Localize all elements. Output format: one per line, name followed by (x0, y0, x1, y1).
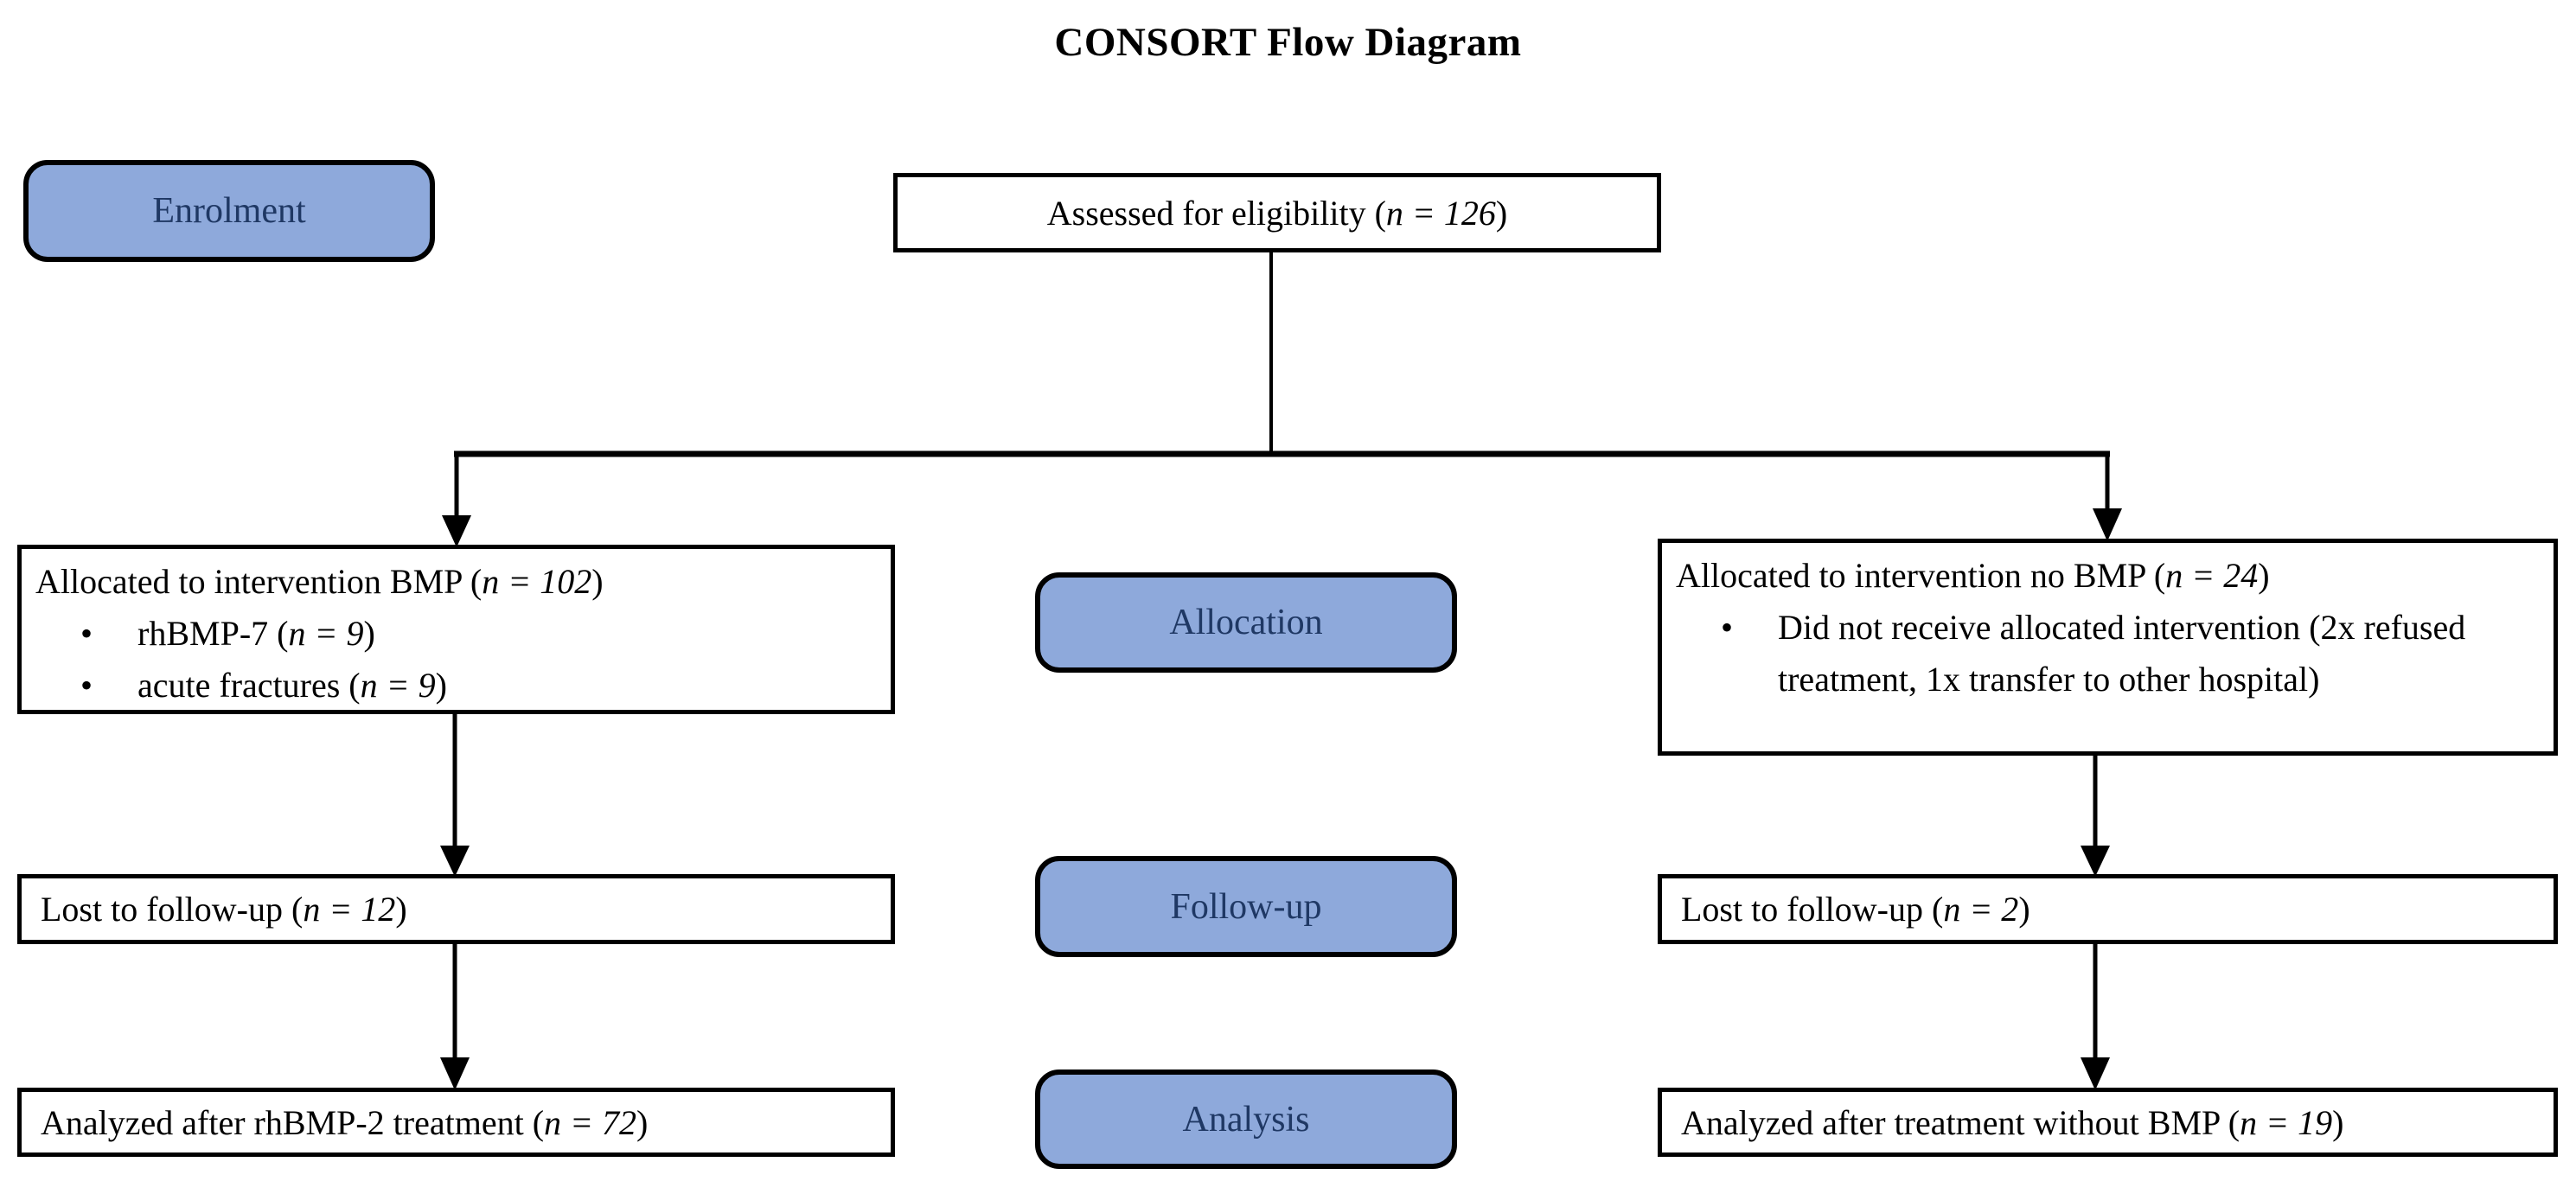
allocation-left-box: Allocated to intervention BMP (n = 102) … (17, 545, 895, 714)
allocation-right-title-n: n = 24 (2165, 556, 2259, 595)
stage-follow-up-label: Follow-up (1170, 886, 1322, 927)
bullet-1-post: ) (363, 614, 375, 653)
followup-left-n: n = 12 (303, 890, 396, 929)
allocation-right-bullet-1: • Did not receive allocated intervention… (1676, 602, 2541, 706)
bullet-2-n: n = 9 (360, 666, 436, 705)
allocation-right-box: Allocated to intervention no BMP (n = 24… (1658, 539, 2558, 756)
allocation-left-title-post: ) (591, 562, 604, 601)
allocation-left-bullet-2-text: acute fractures (n = 9) (137, 660, 879, 712)
analysis-left-post: ) (636, 1102, 649, 1142)
eligibility-post: ) (1495, 193, 1508, 233)
analysis-left-box: Analyzed after rhBMP-2 treatment (n = 72… (17, 1088, 895, 1157)
followup-right-text: Lost to follow-up (n = 2) (1681, 889, 2030, 929)
followup-left-box: Lost to follow-up (n = 12) (17, 874, 895, 944)
analysis-right-box: Analyzed after treatment without BMP (n … (1658, 1088, 2558, 1157)
eligibility-pre: Assessed for eligibility ( (1046, 193, 1386, 233)
allocation-right-bullet-1-text: Did not receive allocated intervention (… (1778, 608, 2466, 699)
allocation-left-title: Allocated to intervention BMP (n = 102) (35, 556, 879, 608)
allocation-left-bullet-1-text: rhBMP-7 (n = 9) (137, 608, 879, 660)
arrowhead-alloc-left (442, 515, 471, 547)
allocation-right-title: Allocated to intervention no BMP (n = 24… (1676, 550, 2541, 602)
bullet-icon: • (1721, 608, 1734, 647)
analysis-left-n: n = 72 (544, 1102, 637, 1142)
bullet-icon: • (80, 614, 93, 653)
bullet-2-post: ) (435, 666, 447, 705)
analysis-right-post: ) (2332, 1102, 2344, 1142)
bullet-icon: • (80, 666, 93, 705)
stage-allocation: Allocation (1035, 572, 1457, 673)
followup-right-post: ) (2018, 890, 2030, 929)
stage-follow-up: Follow-up (1035, 856, 1457, 957)
arrowhead-followup-right (2081, 846, 2110, 877)
allocation-left-title-pre: Allocated to intervention BMP ( (35, 562, 483, 601)
followup-right-n: n = 2 (1943, 890, 2019, 929)
allocation-right-title-post: ) (2258, 556, 2270, 595)
stage-analysis-label: Analysis (1182, 1099, 1310, 1140)
arrowhead-analysis-right (2081, 1057, 2110, 1090)
bullet-1-pre: rhBMP-7 ( (137, 614, 289, 653)
bullet-2-pre: acute fractures ( (137, 666, 361, 705)
followup-left-text: Lost to follow-up (n = 12) (41, 889, 407, 929)
analysis-right-text: Analyzed after treatment without BMP (n … (1681, 1102, 2343, 1143)
stage-enrolment-label: Enrolment (152, 191, 306, 231)
bullet-1-n: n = 9 (288, 614, 364, 653)
allocation-left-bullet-2: • acute fractures (n = 9) (35, 660, 879, 712)
arrowhead-alloc-right (2093, 508, 2122, 541)
allocation-left-bullet-1: • rhBMP-7 (n = 9) (35, 608, 879, 660)
diagram-title: CONSORT Flow Diagram (1054, 20, 1522, 65)
stage-enrolment: Enrolment (23, 160, 435, 262)
followup-right-pre: Lost to follow-up ( (1681, 890, 1944, 929)
analysis-left-text: Analyzed after rhBMP-2 treatment (n = 72… (41, 1102, 648, 1143)
arrowhead-analysis-left (440, 1057, 470, 1090)
followup-left-post: ) (395, 890, 407, 929)
eligibility-box-text: Assessed for eligibility (n = 126) (1047, 193, 1508, 233)
eligibility-n: n = 126 (1385, 193, 1496, 233)
analysis-right-n: n = 19 (2240, 1102, 2333, 1142)
stage-allocation-label: Allocation (1169, 603, 1323, 642)
allocation-left-title-n: n = 102 (482, 562, 592, 601)
eligibility-box: Assessed for eligibility (n = 126) (893, 173, 1661, 252)
followup-right-box: Lost to follow-up (n = 2) (1658, 874, 2558, 944)
analysis-right-pre: Analyzed after treatment without BMP ( (1681, 1102, 2240, 1142)
followup-left-pre: Lost to follow-up ( (41, 890, 304, 929)
stage-analysis: Analysis (1035, 1069, 1457, 1169)
allocation-right-title-pre: Allocated to intervention no BMP ( (1676, 556, 2166, 595)
arrowhead-followup-left (440, 846, 470, 877)
analysis-left-pre: Analyzed after rhBMP-2 treatment ( (41, 1102, 545, 1142)
